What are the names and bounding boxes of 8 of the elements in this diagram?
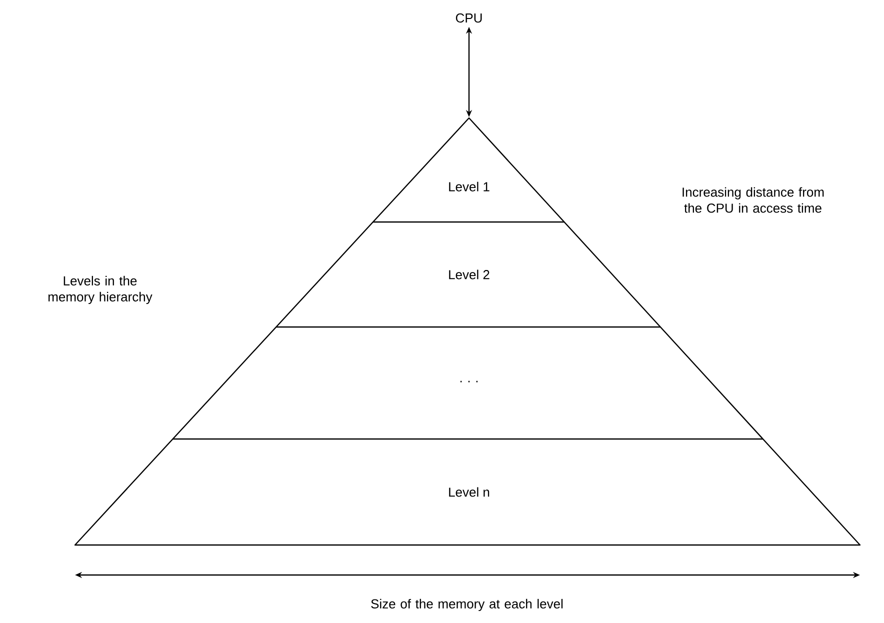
- pyramid-level: Level n: [449, 487, 490, 497]
- cpu-label: CPU: [456, 13, 482, 23]
- note-text: Size of the memory at each level: [371, 598, 563, 612]
- pyramid-level: Level 2: [449, 270, 490, 280]
- note-text: Levels in the memory hierarchy: [48, 276, 152, 304]
- pyramid-level: Level 1: [449, 182, 490, 192]
- note-text: Increasing distance from the CPU in access time: [682, 187, 824, 213]
- pyramid-level: · · ·: [460, 380, 478, 382]
